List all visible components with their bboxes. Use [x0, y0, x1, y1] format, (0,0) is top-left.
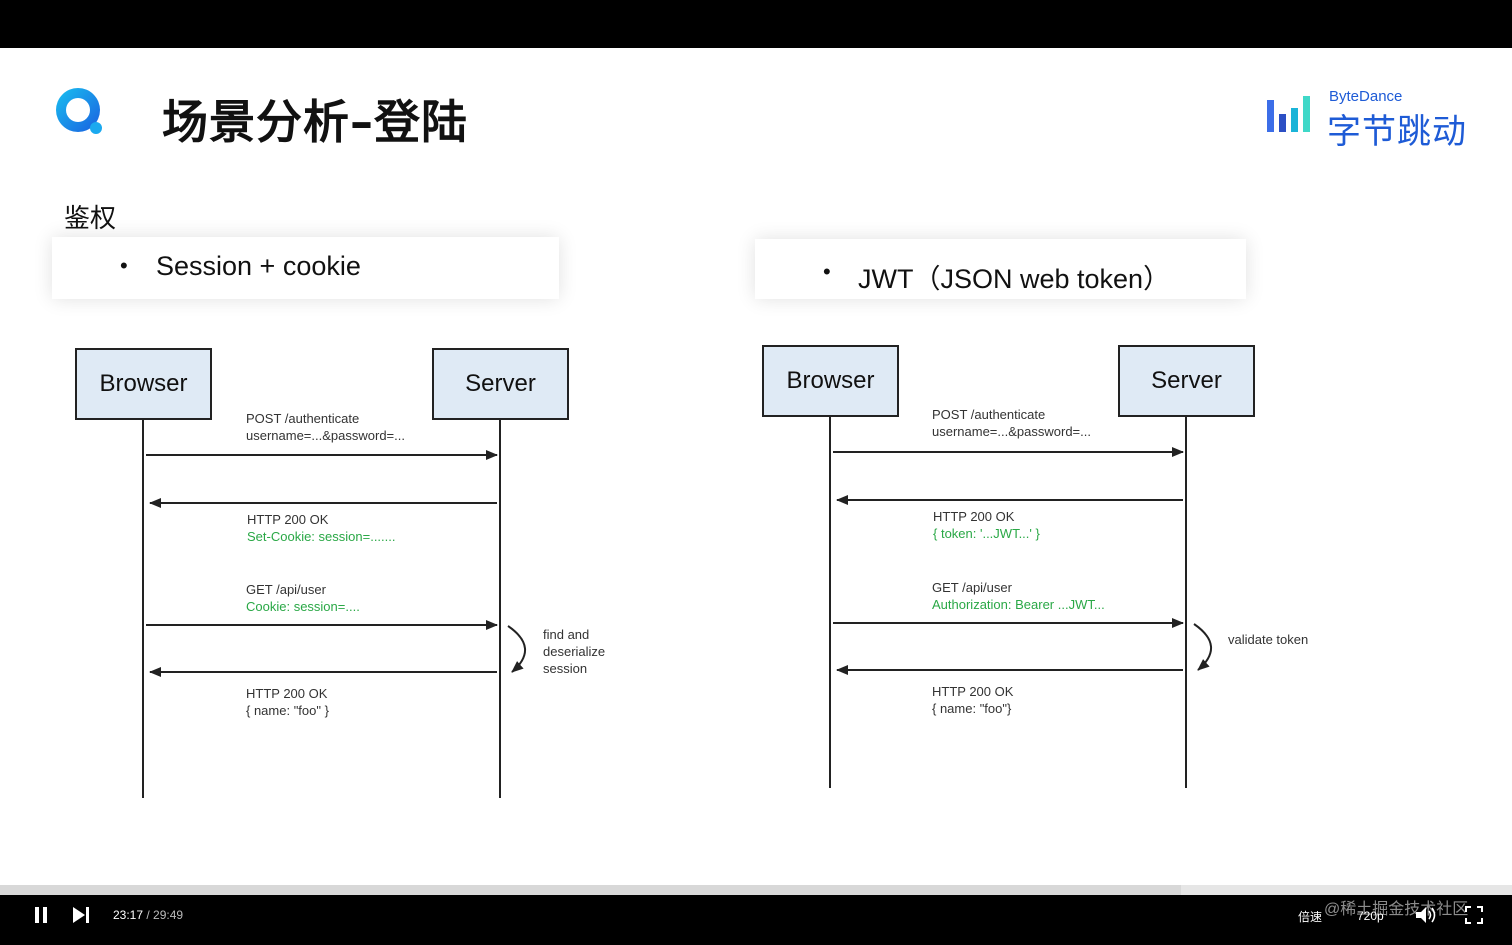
actor-browser: Browser — [762, 345, 899, 417]
self-arrow — [507, 625, 527, 673]
bullet-dot: • — [120, 253, 128, 278]
message-line: { name: "foo" } — [246, 703, 329, 718]
app-logo-icon — [56, 88, 102, 134]
message-line: HTTP 200 OK — [933, 509, 1015, 524]
message-line-green: Cookie: session=.... — [246, 599, 360, 614]
message-200-cookie: HTTP 200 OK Set-Cookie: session=....... — [247, 511, 395, 545]
fullscreen-icon[interactable] — [1464, 905, 1484, 925]
message-line-green: { token: '...JWT...' } — [933, 526, 1040, 541]
current-time: 23:17 — [113, 908, 144, 922]
message-line: GET /api/user — [932, 580, 1012, 595]
speed-button[interactable]: 倍速 — [1298, 910, 1323, 924]
message-line: POST /authenticate — [246, 411, 360, 426]
bullet-dot: • — [823, 259, 831, 284]
slide: 场景分析–登陆 ByteDance 字节跳动 鉴权 • Session + co… — [0, 48, 1512, 885]
message-line-green: Authorization: Bearer ...JWT... — [932, 597, 1105, 612]
message-line: GET /api/user — [246, 582, 326, 597]
sequence-lines — [829, 416, 1213, 788]
section-label: 鉴权 — [64, 204, 117, 234]
message-200-user: HTTP 200 OK { name: "foo"} — [932, 683, 1013, 717]
card-jwt: • JWT（JSON web token） — [755, 239, 1246, 299]
next-icon[interactable] — [71, 906, 91, 924]
note-line: session — [543, 661, 588, 676]
bytedance-bars-icon — [1267, 96, 1310, 132]
watermark: @稀土掘金技术社区 — [1324, 901, 1469, 918]
note-line: find and — [543, 627, 590, 642]
pause-icon[interactable] — [33, 906, 49, 924]
bytedance-logo: ByteDance 字节跳动 — [1265, 84, 1475, 152]
message-line-green: Set-Cookie: session=....... — [247, 529, 396, 544]
top-black-bar — [0, 0, 1512, 48]
note-find-session: find and deserialize session — [543, 626, 605, 677]
time-separator: / — [143, 908, 154, 922]
slide-title: 场景分析–登陆 — [162, 95, 468, 149]
volume-icon[interactable] — [1414, 905, 1438, 925]
actor-server: Server — [432, 348, 569, 420]
note-validate-token: validate token — [1228, 632, 1309, 647]
message-get: GET /api/user Cookie: session=.... — [246, 581, 360, 615]
message-200-user: HTTP 200 OK { name: "foo" } — [246, 685, 329, 719]
video-controls-bar: 23:17 / 29:49 倍速 @稀土掘金技术社区 720p — [0, 895, 1512, 945]
message-200-token: HTTP 200 OK { token: '...JWT...' } — [933, 508, 1040, 542]
message-line: username=...&password=... — [932, 424, 1091, 439]
video-progress-bar[interactable] — [0, 885, 1512, 895]
video-progress-fill — [0, 885, 1181, 895]
brand-chinese: 字节跳动 — [1327, 112, 1467, 152]
card-label: JWT（JSON web token） — [858, 264, 1171, 294]
message-post: POST /authenticate username=...&password… — [246, 410, 405, 444]
sequence-diagram-jwt: Browser Server POST /authenticate userna… — [0, 48, 1512, 885]
sequence-lines — [142, 420, 527, 798]
message-get: GET /api/user Authorization: Bearer ...J… — [932, 579, 1105, 613]
card-session-cookie: • Session + cookie — [52, 237, 559, 299]
brand-english: ByteDance — [1329, 88, 1403, 105]
actor-browser: Browser — [75, 348, 212, 420]
actor-server: Server — [1118, 345, 1255, 417]
self-arrow — [1193, 623, 1213, 671]
note-line: deserialize — [543, 644, 606, 659]
playback-time: 23:17 / 29:49 — [113, 908, 183, 922]
card-label: Session + cookie — [156, 251, 361, 281]
sequence-diagram-session: Browser Server POST /authenticate userna… — [0, 48, 756, 885]
message-line: username=...&password=... — [246, 428, 405, 443]
quality-button[interactable]: 720p — [1357, 909, 1384, 923]
total-time: 29:49 — [153, 908, 184, 922]
message-post: POST /authenticate username=...&password… — [932, 406, 1091, 440]
message-line: HTTP 200 OK — [246, 686, 328, 701]
message-line: POST /authenticate — [932, 407, 1046, 422]
message-line: HTTP 200 OK — [932, 684, 1014, 699]
message-line: { name: "foo"} — [932, 701, 1012, 716]
message-line: HTTP 200 OK — [247, 512, 329, 527]
